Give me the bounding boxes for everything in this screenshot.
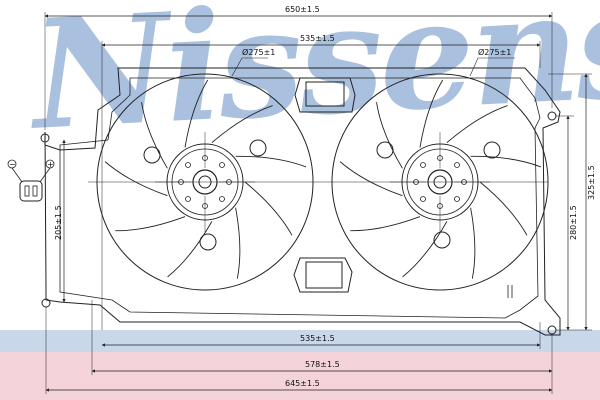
- fan-blade: [167, 221, 213, 278]
- fan-blade: [446, 105, 508, 143]
- fan-blade: [470, 207, 476, 279]
- dim-label-top-width: 650±1.5: [285, 5, 320, 14]
- right-fan-boss-right: [483, 141, 501, 159]
- left-fan-boss-bottom: [199, 233, 217, 251]
- left-fan-boss-top: [143, 146, 161, 164]
- right-fan-boss-left: [376, 141, 394, 159]
- connector-plus-label: +: [47, 160, 54, 169]
- fan-blade: [339, 161, 403, 197]
- leader-left-fan: [231, 57, 268, 77]
- dim-label-lower-inner-width: 535±1.5: [300, 334, 335, 343]
- shroud-inner-outline: [59, 77, 541, 319]
- shroud-outline: [44, 67, 561, 336]
- fan-blade: [244, 181, 293, 236]
- mount-hole-top-left: [40, 133, 50, 143]
- mount-hole-bottom-right: [547, 325, 557, 335]
- fan-blade: [104, 161, 168, 197]
- dim-label-right-inner-height: 280±1.5: [569, 205, 578, 240]
- upper-center-bracket-window: [305, 81, 345, 107]
- fan-blade: [211, 105, 273, 143]
- upper-center-bracket: [294, 77, 356, 113]
- fan-blade: [470, 155, 542, 168]
- dim-label-left-height: 205±1.5: [54, 205, 63, 240]
- fan-blade: [350, 216, 421, 232]
- connector-body: [19, 180, 43, 202]
- fan-blade: [115, 216, 186, 232]
- connector-minus-label: −: [9, 160, 16, 169]
- fan-blade: [235, 155, 307, 168]
- fan-blade: [141, 102, 168, 169]
- connector-pin-left: [24, 185, 30, 197]
- lower-center-bracket-window: [305, 261, 343, 289]
- fan-blade: [479, 181, 528, 236]
- fan-blade: [419, 79, 444, 148]
- left-fan-boss-right: [249, 139, 267, 157]
- leader-right-fan: [469, 57, 515, 77]
- right-fan-boss-bottom: [433, 231, 451, 249]
- dim-label-bottom-width-1: 578±1.5: [305, 360, 340, 369]
- dim-label-bottom-width-2: 645±1.5: [285, 379, 320, 388]
- dim-label-right-fan-diameter: Ø275±1: [478, 47, 511, 57]
- dim-label-left-fan-diameter: Ø275±1: [242, 47, 275, 57]
- mount-hole-top-right: [547, 111, 557, 121]
- connector-pin-right: [32, 185, 38, 197]
- fan-blade: [184, 79, 209, 148]
- left-fan-blades: [104, 79, 307, 279]
- background-band-pink: [0, 352, 600, 400]
- dim-label-upper-inner-width: 535±1.5: [300, 34, 335, 43]
- lower-center-bracket: [293, 257, 353, 293]
- fan-blade: [376, 102, 403, 169]
- left-fan: [96, 73, 314, 291]
- tab-mark: [507, 285, 513, 298]
- fan-blade: [402, 221, 448, 278]
- fan-blade: [235, 207, 241, 279]
- connector-leads: [11, 167, 51, 183]
- right-fan-blades: [339, 79, 542, 279]
- electrical-connector: − +: [7, 159, 55, 202]
- dim-label-right-outer-height: 325±1.5: [587, 165, 596, 200]
